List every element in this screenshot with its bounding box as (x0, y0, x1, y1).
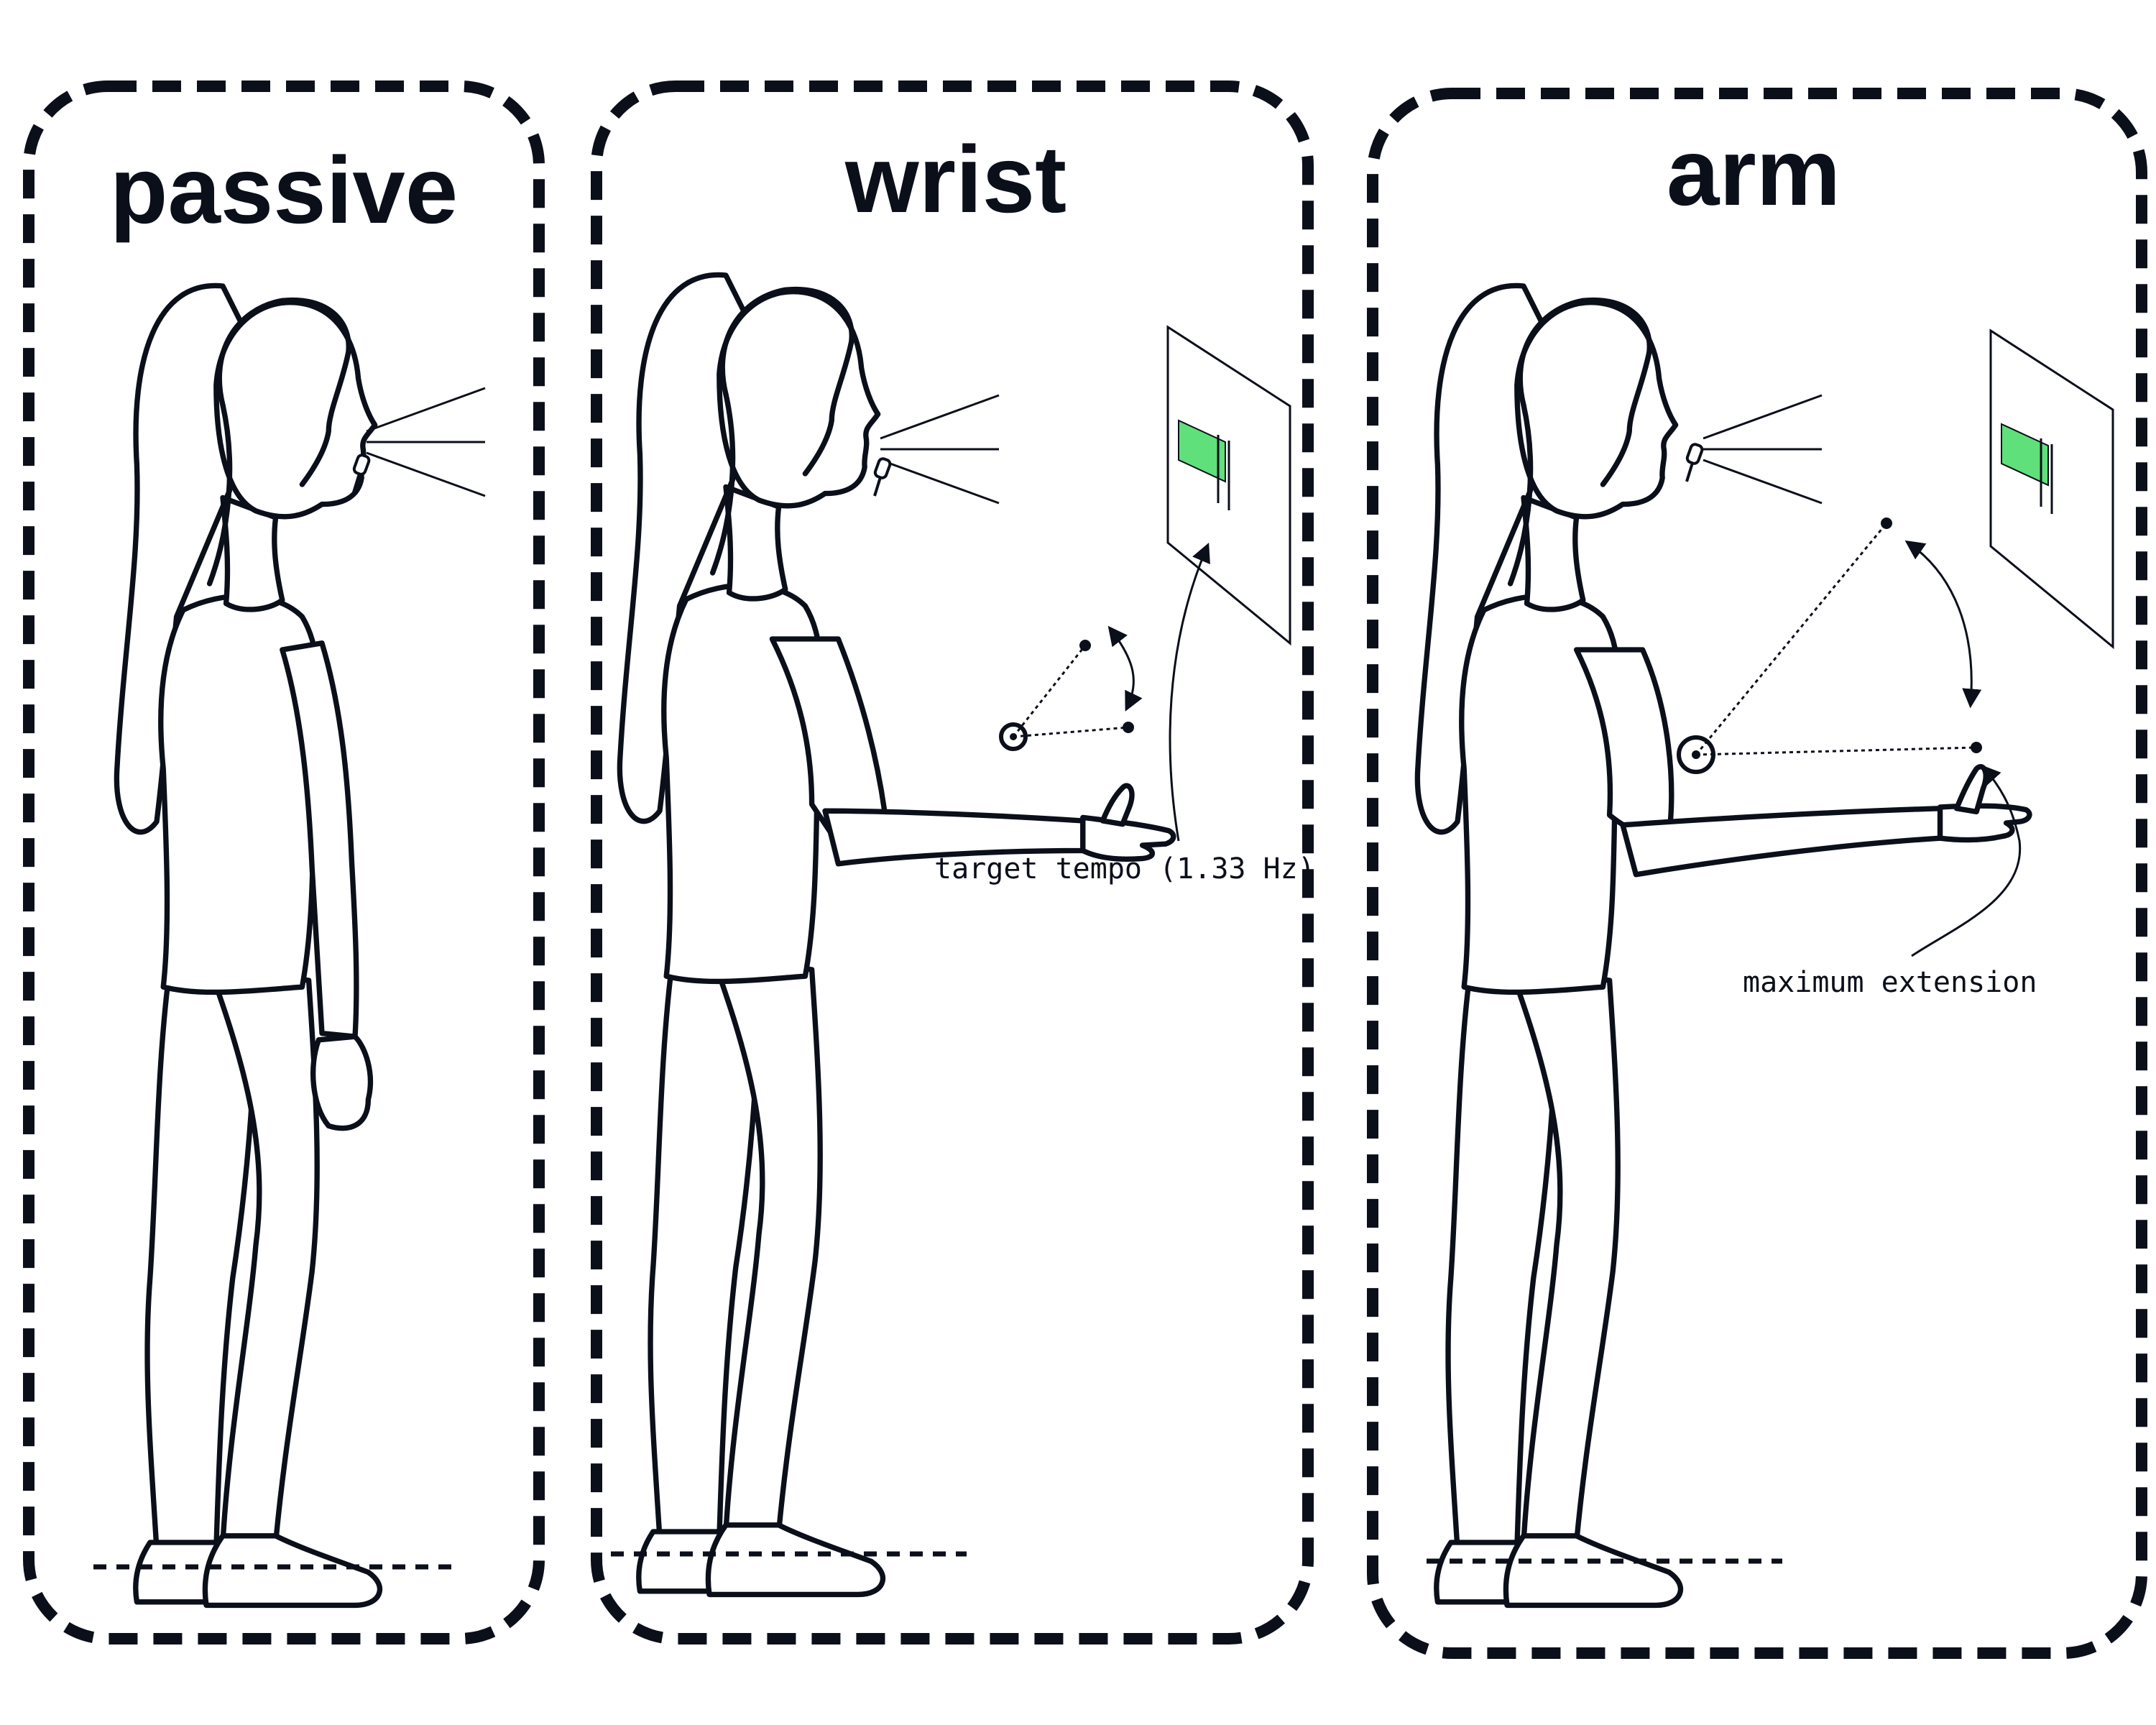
microphone-icon (872, 456, 893, 497)
extension-pointer-arrow (1911, 765, 2022, 957)
wrist-annotation: target tempo (1.33 Hz) (934, 852, 1315, 886)
arm-raised-point (1881, 518, 1892, 529)
wrist-level-point (1123, 722, 1134, 733)
panel-passive: passive (23, 80, 545, 1644)
wrist-motion-arrow-icon (1107, 625, 1143, 712)
panel-passive-border (23, 80, 545, 1644)
speech-rays-icon (1702, 394, 1823, 505)
panel-wrist-title: wrist (844, 126, 1067, 232)
wrist-raised-point (1079, 640, 1091, 651)
arm-raised-line (1695, 523, 1888, 755)
wrist-raised-line (1012, 645, 1087, 737)
panel-arm: arm maximum extension (1367, 88, 2147, 1659)
arm-level-line (1695, 746, 1977, 756)
panel-wrist-border (591, 80, 1314, 1644)
speech-rays-icon (365, 387, 487, 497)
wrist-level-line (1013, 726, 1129, 738)
arm-movement-figure (1417, 285, 2030, 1605)
speech-rays-icon (879, 394, 1000, 505)
arm-motion-arrow-icon (1904, 540, 1982, 709)
metronome-screen-icon (1989, 329, 2114, 648)
arm-level-point (1971, 742, 1982, 753)
panel-arm-border (1367, 88, 2147, 1659)
tempo-pointer-arrow (1169, 543, 1210, 842)
wrist-joint-marker (999, 722, 1028, 751)
microphone-icon (1685, 441, 1705, 483)
panel-passive-title: passive (110, 137, 458, 243)
standing-person-figure (116, 285, 379, 1605)
panel-arm-title: arm (1667, 119, 1841, 225)
wrist-movement-figure (619, 275, 1173, 1594)
metronome-screen-icon (1166, 326, 1291, 645)
panel-wrist: wrist target tempo (1.33 Hz) (591, 80, 1315, 1644)
arm-annotation: maximum extension (1743, 966, 2037, 999)
